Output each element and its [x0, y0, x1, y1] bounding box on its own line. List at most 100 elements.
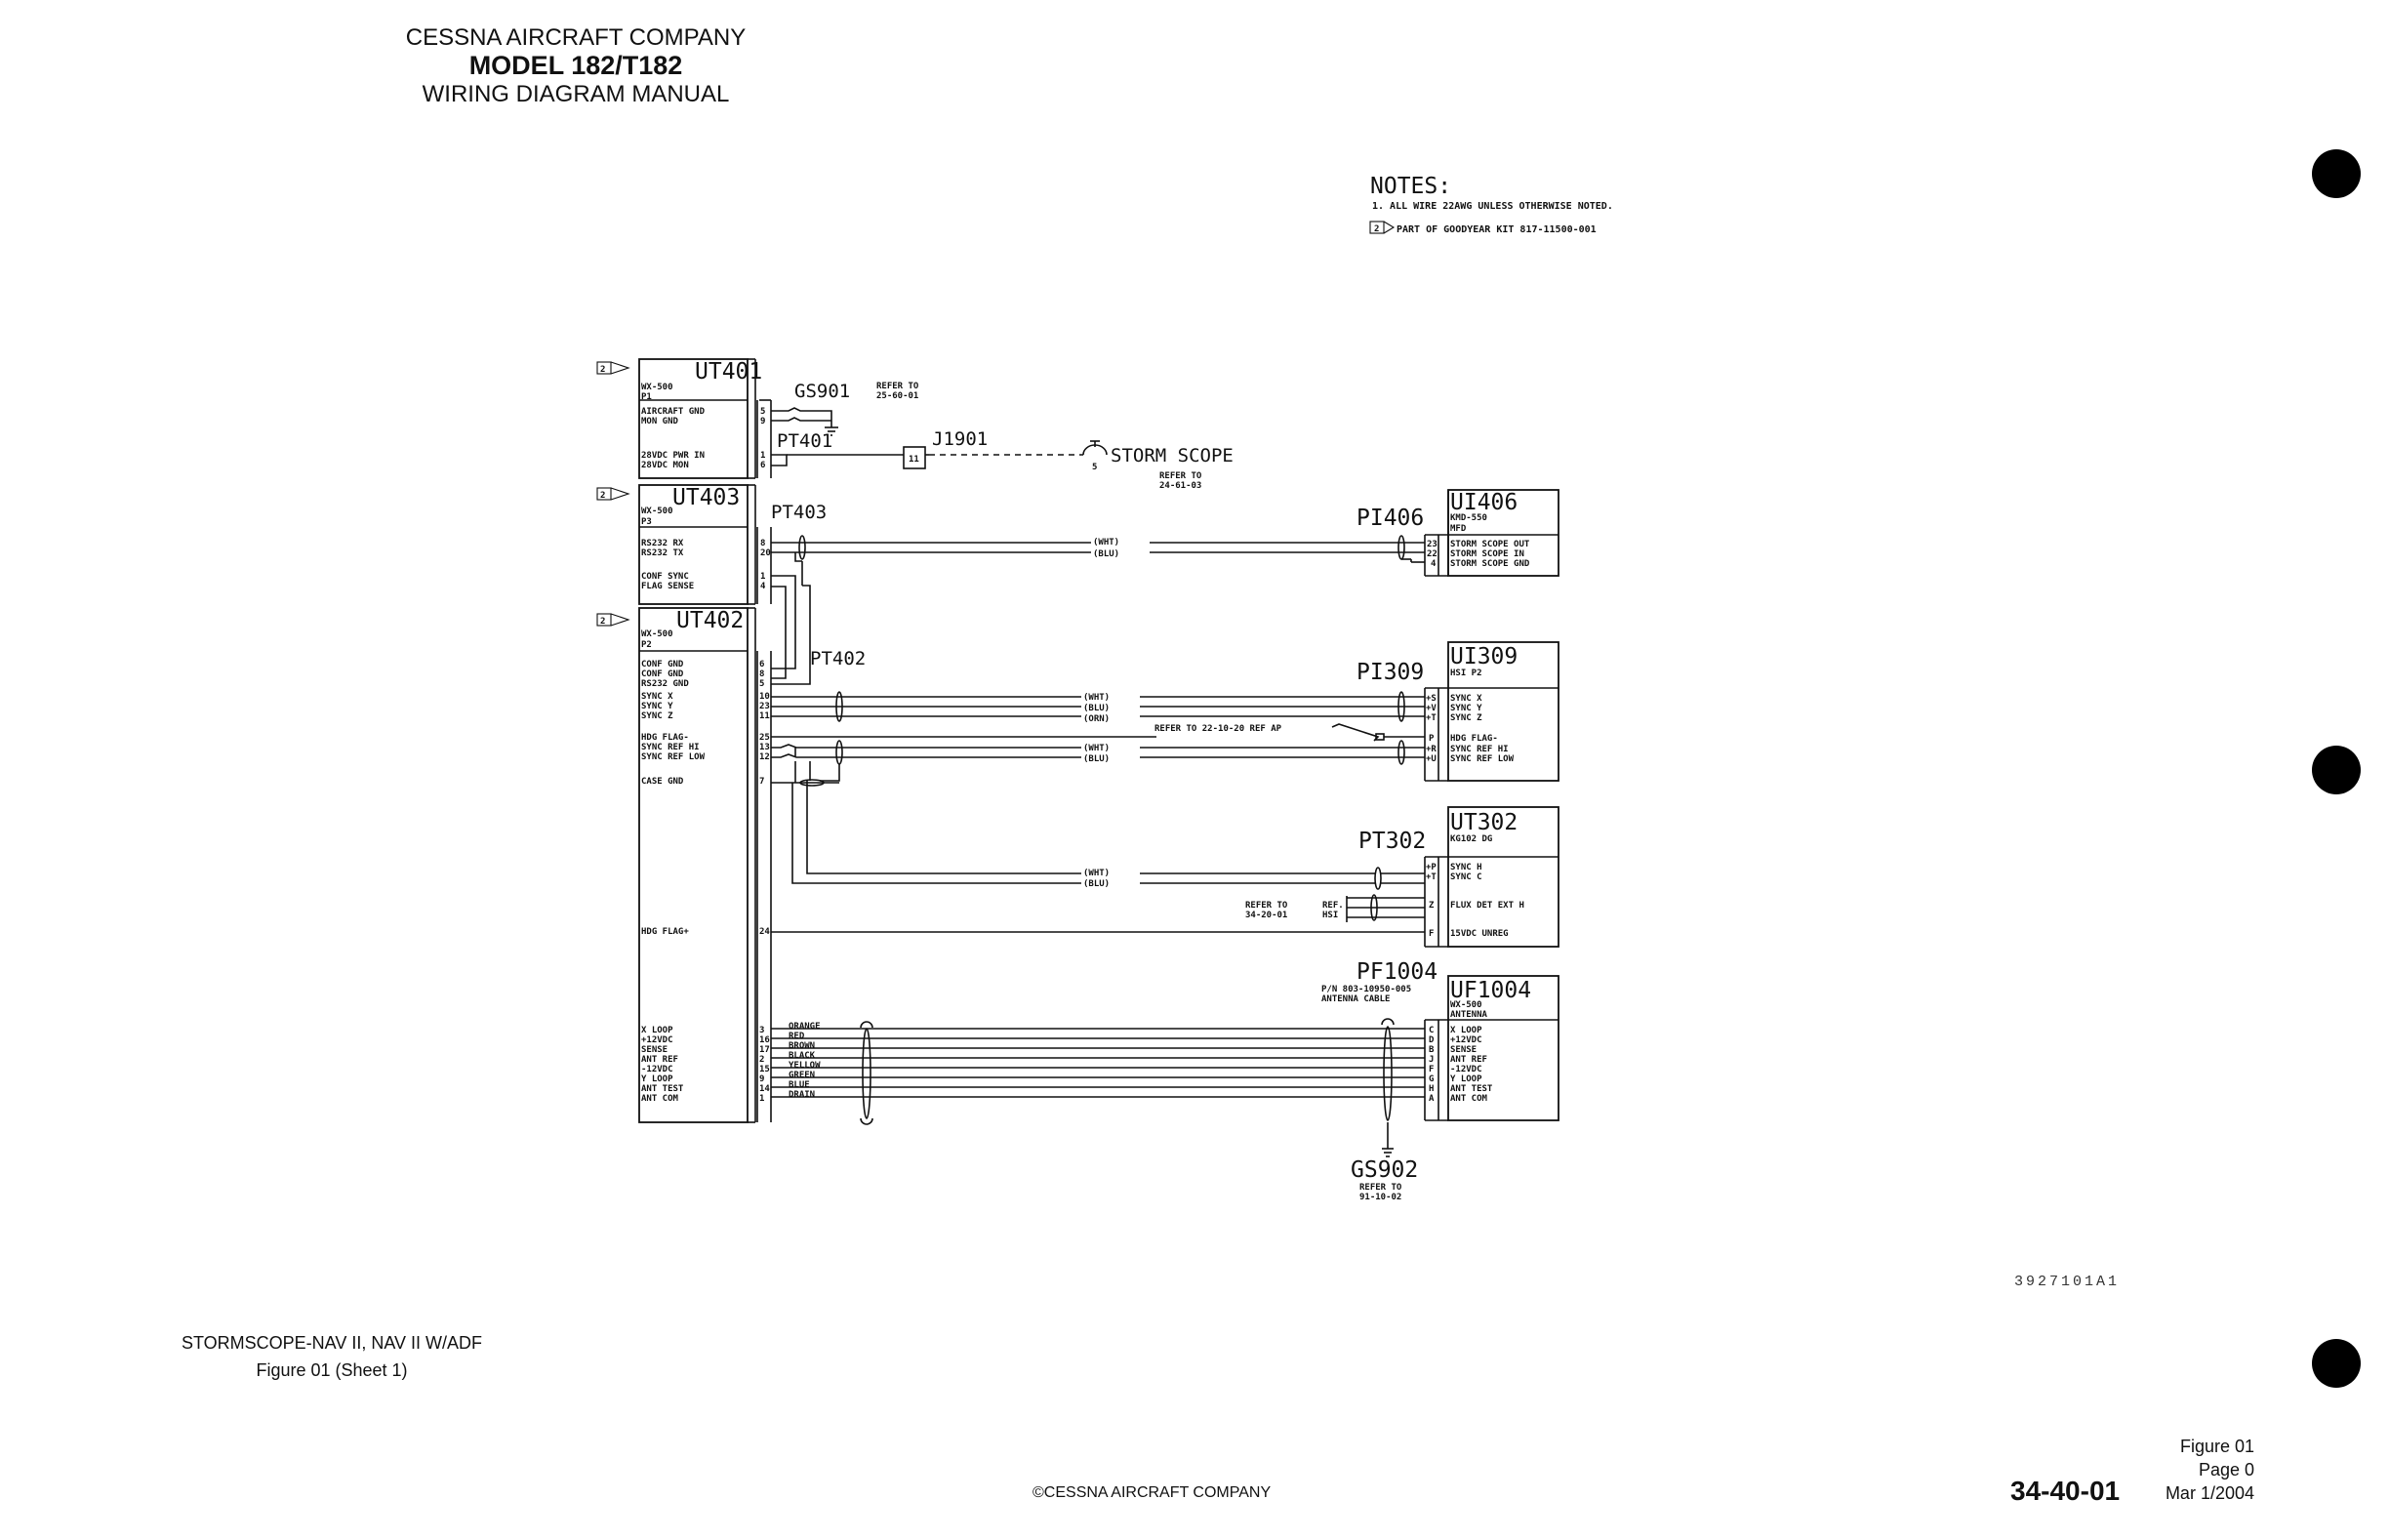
flag-ut403-icon: 2	[596, 487, 630, 501]
wire-color-label: DRAIN	[789, 1090, 815, 1100]
copyright: ©CESSNA AIRCRAFT COMPANY	[1033, 1484, 1272, 1501]
ground-gs902: GS902 REFER TO 91-10-02	[1351, 1148, 1418, 1202]
uf1004-signal-label: Y LOOP	[1450, 1074, 1482, 1084]
note-2: PART OF GOODYEAR KIT 817-11500-001	[1397, 224, 1597, 235]
ut402-pin-number: 24	[759, 927, 770, 937]
svg-text:25-60-01: 25-60-01	[876, 391, 918, 401]
svg-text:ANTENNA CABLE: ANTENNA CABLE	[1321, 994, 1390, 1004]
wire-color-label: ORANGE	[789, 1022, 821, 1032]
ut402-pin-number: 16	[759, 1035, 770, 1045]
svg-text:2: 2	[600, 365, 605, 375]
uf1004-pin-letter: J	[1429, 1055, 1434, 1065]
svg-text:28VDC PWR IN: 28VDC PWR IN	[641, 451, 705, 461]
model-title: MODEL 182/T182	[468, 51, 683, 80]
rs232-wires: (WHT) (BLU)	[771, 535, 1425, 563]
svg-text:4: 4	[1431, 559, 1437, 569]
svg-text:RS232 TX: RS232 TX	[641, 548, 684, 558]
ut402-signal-label: ANT REF	[641, 1055, 678, 1065]
svg-text:(ORN): (ORN)	[1083, 714, 1110, 724]
svg-text:(WHT): (WHT)	[1083, 869, 1110, 878]
uf1004-pin-letter: A	[1429, 1094, 1435, 1104]
ut402-pin-number: 12	[759, 752, 770, 762]
ut402-pin-number: 9	[759, 1074, 764, 1084]
ut402-signal-label: CONF GND	[641, 660, 684, 669]
ut402-pin-number: 13	[759, 743, 770, 752]
connector-ut401: UT401 WX-500 P1 AIRCRAFT GND MON GND 28V…	[638, 358, 772, 479]
pt403-label: PT403	[771, 502, 827, 523]
uf1004-pin-letter: F	[1429, 1065, 1434, 1074]
svg-text:PT302: PT302	[1358, 829, 1426, 854]
flag-ut402-icon: 2	[596, 613, 630, 627]
connector-ut403: UT403 WX-500 P3 RS232 RX RS232 TX CONF S…	[638, 484, 772, 605]
flag-ut401-icon: 2	[596, 361, 630, 375]
svg-text:STORM SCOPE OUT: STORM SCOPE OUT	[1450, 540, 1530, 549]
page-info: Figure 01 Page 0 Mar 1/2004	[2157, 1435, 2254, 1505]
storm-scope-label: STORM SCOPE	[1111, 445, 1234, 466]
conf-jumper-wires	[771, 575, 796, 679]
svg-text:+T: +T	[1426, 872, 1437, 882]
ut402-pin-number: 5	[759, 679, 764, 689]
binder-hole-middle	[2312, 746, 2361, 794]
svg-text:CONF SYNC: CONF SYNC	[641, 572, 689, 582]
svg-text:(BLU): (BLU)	[1083, 879, 1110, 889]
ut402-pin-number: 15	[759, 1065, 770, 1074]
svg-text:SYNC REF LOW: SYNC REF LOW	[1450, 754, 1515, 764]
ut402-pin-number: 2	[759, 1055, 764, 1065]
uf1004-pin-letter: H	[1429, 1084, 1434, 1094]
uf1004-signal-label: ANT REF	[1450, 1055, 1487, 1065]
svg-text:15VDC UNREG: 15VDC UNREG	[1450, 929, 1509, 939]
ut402-signal-label: CASE GND	[641, 777, 684, 787]
svg-text:SYNC Z: SYNC Z	[1450, 713, 1482, 723]
page-date: Mar 1/2004	[2165, 1483, 2254, 1503]
ut402-pin-number: 23	[759, 702, 770, 711]
connector-ui309: PI309 UI309 HSI P2 +S +V +T P +R +U SYNC…	[1356, 641, 1559, 782]
svg-text:AIRCRAFT GND: AIRCRAFT GND	[641, 407, 706, 417]
svg-text:+V: +V	[1426, 704, 1437, 713]
svg-text:PT401: PT401	[777, 430, 832, 452]
figure-caption: STORMSCOPE-NAV II, NAV II W/ADF Figure 0…	[156, 1329, 507, 1384]
sync-ref-wires: (WHT) (BLU)	[771, 740, 1425, 782]
svg-text:22: 22	[1427, 549, 1437, 559]
svg-text:HSI: HSI	[1322, 911, 1338, 920]
ut402-pin-number: 7	[759, 777, 764, 787]
svg-text:REF.: REF.	[1322, 901, 1344, 911]
svg-text:34-20-01: 34-20-01	[1245, 911, 1287, 920]
svg-text:+R: +R	[1426, 745, 1437, 754]
ut402-pin-number: 25	[759, 733, 770, 743]
ut402-signal-label: HDG FLAG-	[641, 733, 689, 743]
ut402-signal-label: CONF GND	[641, 669, 684, 679]
svg-text:REFER TO: REFER TO	[1359, 1183, 1402, 1193]
svg-text:RS232 RX: RS232 RX	[641, 539, 684, 548]
svg-text:2: 2	[1374, 224, 1379, 234]
svg-text:Z: Z	[1429, 901, 1435, 911]
drawing-number: 3927101A1	[2014, 1274, 2121, 1290]
uf1004-signal-label: -12VDC	[1450, 1065, 1482, 1074]
svg-text:F: F	[1429, 929, 1434, 939]
note-1: 1. ALL WIRE 22AWG UNLESS OTHERWISE NOTED…	[1372, 201, 1613, 212]
svg-text:5: 5	[760, 407, 765, 417]
svg-text:1: 1	[760, 572, 765, 582]
svg-text:4: 4	[760, 582, 766, 591]
svg-text:P1: P1	[641, 392, 652, 402]
wire-color-label: BROWN	[789, 1041, 815, 1051]
svg-text:+S: +S	[1426, 694, 1437, 704]
ut402-signal-label: SYNC REF HI	[641, 743, 700, 752]
svg-text:WX-500: WX-500	[641, 629, 673, 639]
svg-text:SYNC REF HI: SYNC REF HI	[1450, 745, 1509, 754]
svg-text:WX-500: WX-500	[1450, 1000, 1482, 1010]
ut402-signal-label: +12VDC	[641, 1035, 673, 1045]
svg-text:UI406: UI406	[1450, 490, 1518, 515]
ut402-pin-number: 11	[759, 711, 770, 721]
ut402-signal-label: X LOOP	[641, 1026, 673, 1035]
svg-text:ANTENNA: ANTENNA	[1450, 1010, 1488, 1020]
uf1004-signal-label: ANT COM	[1450, 1094, 1488, 1104]
ut402-signal-label: SYNC REF LOW	[641, 752, 706, 762]
svg-text:(WHT): (WHT)	[1083, 744, 1110, 753]
svg-text:UT302: UT302	[1450, 810, 1518, 835]
uf1004-signal-label: SENSE	[1450, 1045, 1477, 1055]
binder-hole-top	[2312, 149, 2361, 198]
svg-text:(BLU): (BLU)	[1083, 704, 1110, 713]
svg-text:WX-500: WX-500	[641, 507, 673, 516]
